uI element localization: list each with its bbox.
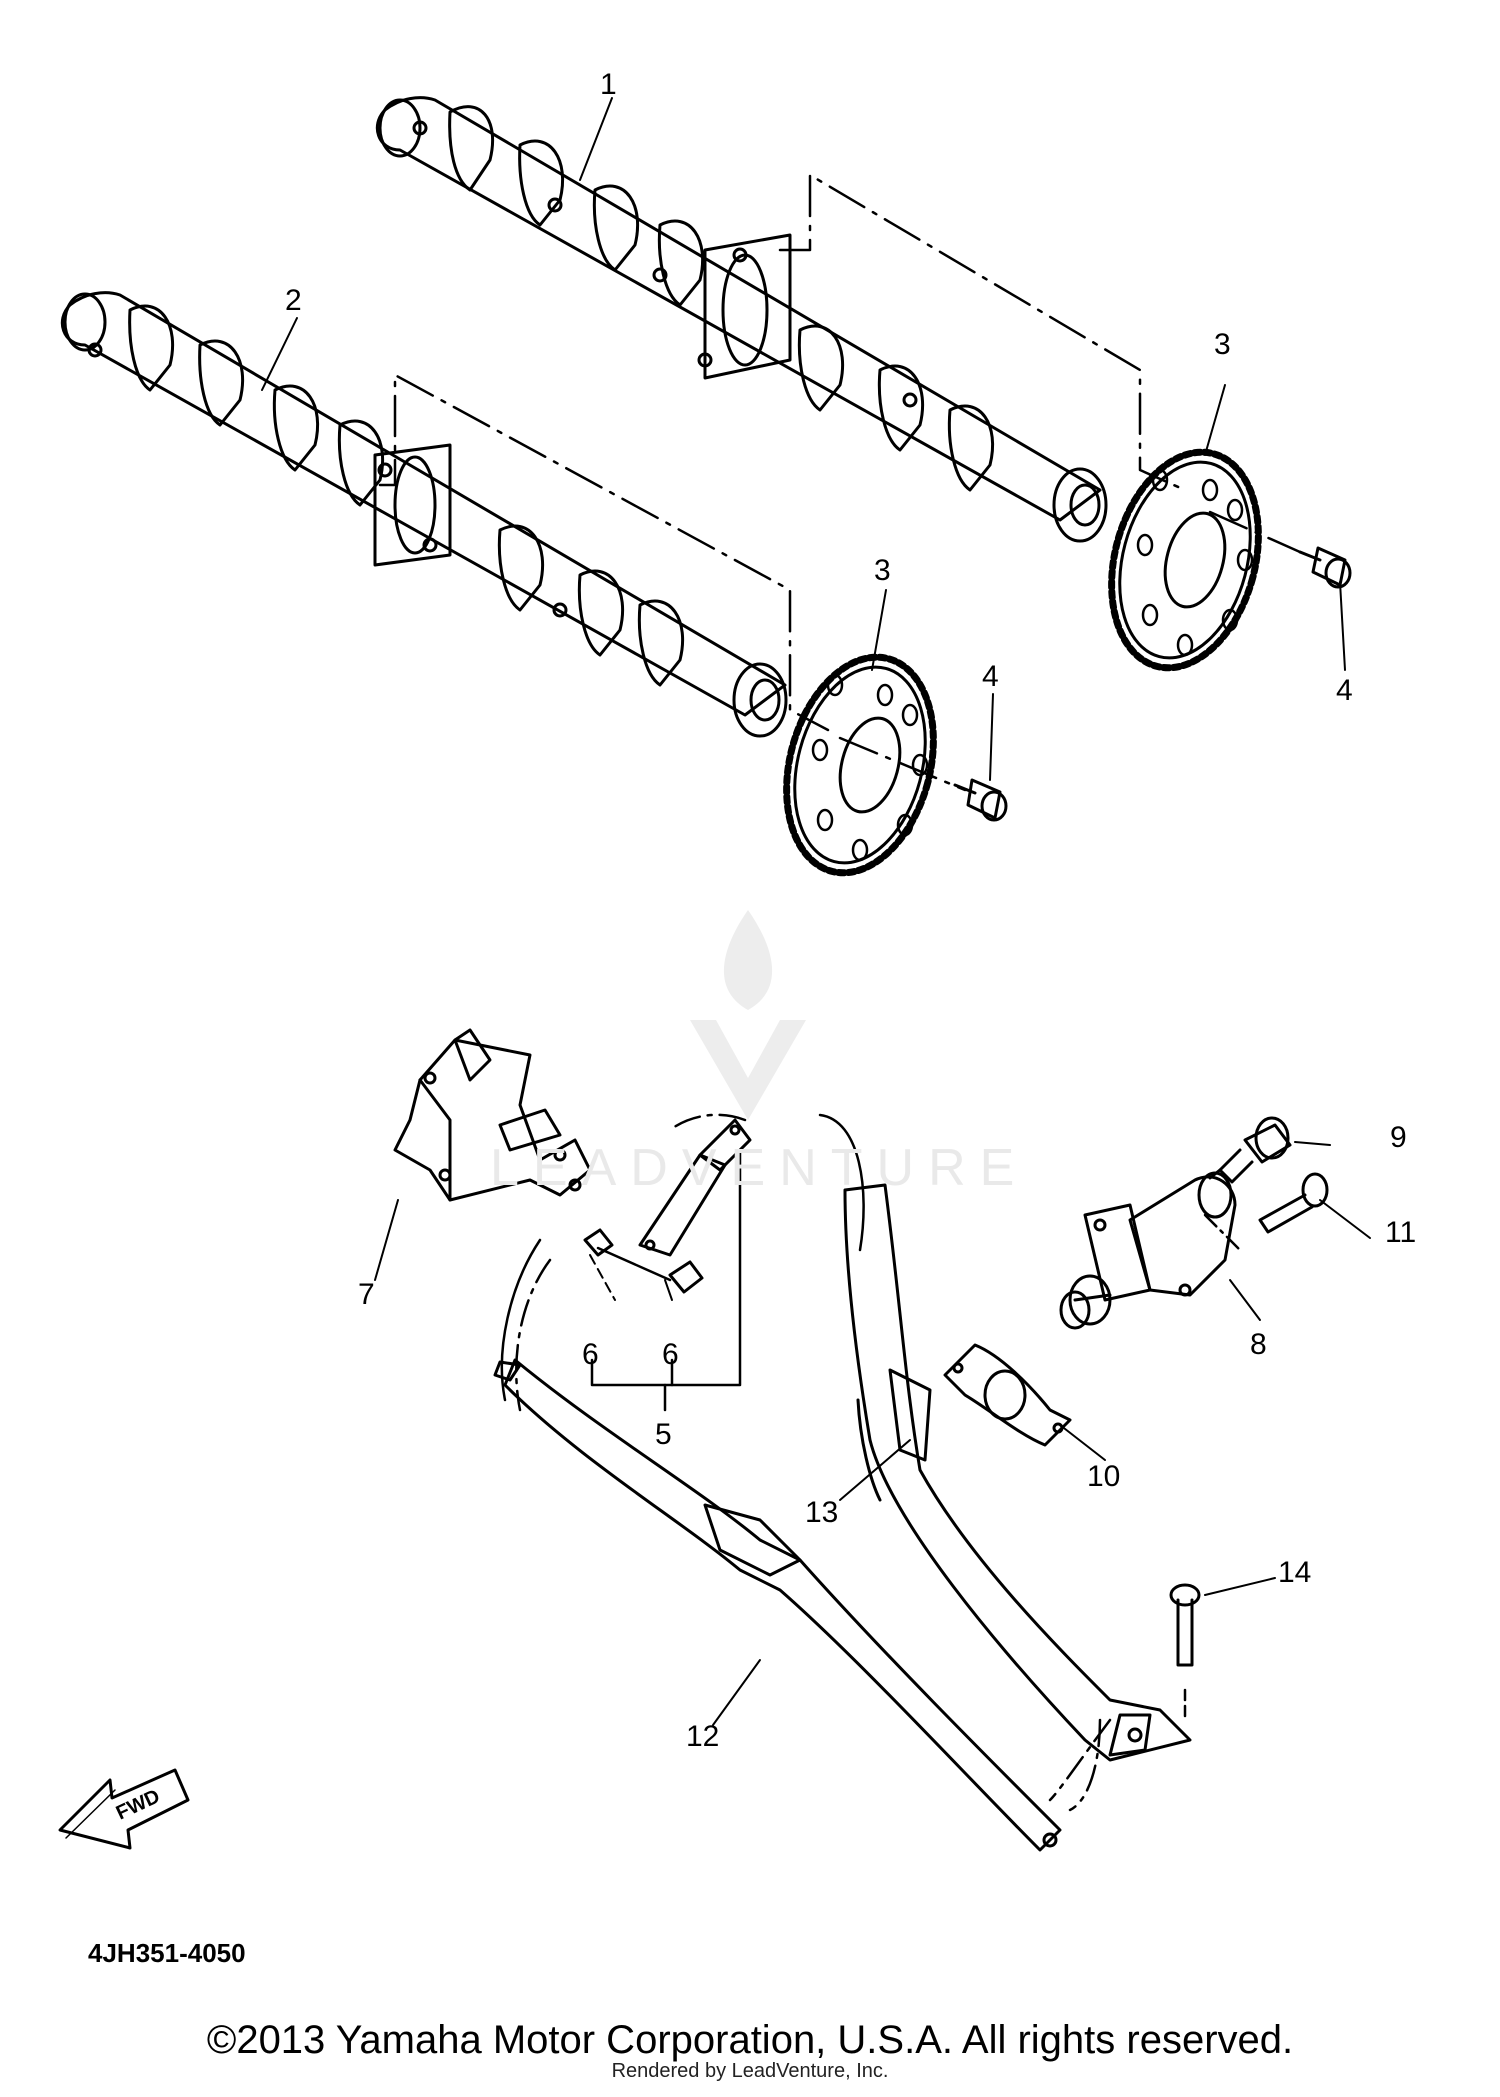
camshaft-1 [375, 96, 1108, 543]
callout-8: 8 [1250, 1328, 1267, 1361]
chain-guide-13 [843, 1183, 1192, 1762]
leadventure-watermark-logo [690, 910, 806, 1120]
tensioner-gasket-10 [943, 1343, 1072, 1447]
cam-sprocket-upper [1108, 448, 1262, 672]
assembly-leader-lines [378, 173, 1302, 792]
rendered-by-notice: Rendered by LeadVenture, Inc. [611, 2060, 889, 2082]
callout-4-upper: 4 [1336, 674, 1353, 707]
callout-leaders [261, 97, 1371, 1726]
cam-chain-5 [500, 1113, 1112, 1812]
fwd-arrow-icon [58, 1768, 190, 1850]
callout-10: 10 [1087, 1460, 1121, 1493]
callout-12: 12 [686, 1720, 720, 1753]
watermark-text: LEADVENTURE [490, 1139, 1029, 1197]
callout-6-left: 6 [582, 1338, 599, 1371]
callout-5: 5 [655, 1418, 672, 1451]
chain-guide-12 [493, 1358, 1062, 1852]
chain-guide-top-7 [393, 1028, 592, 1202]
callout-9: 9 [1390, 1121, 1407, 1154]
chain-joint-6 [583, 1148, 742, 1412]
sprocket-bolt-lower [953, 778, 1008, 822]
callout-3-lower: 3 [874, 554, 891, 587]
callout-1: 1 [600, 68, 617, 101]
copyright-notice: ©2013 Yamaha Motor Corporation, U.S.A. A… [206, 2018, 1294, 2062]
tensioner-bolt-9 [1208, 1116, 1292, 1184]
fwd-arrow-label: FWD [113, 1785, 164, 1824]
callout-11: 11 [1385, 1216, 1417, 1249]
callout-4-lower: 4 [982, 660, 999, 693]
callout-6-right: 6 [662, 1338, 679, 1371]
tensioner-bolt-11 [1258, 1172, 1329, 1234]
callout-2: 2 [285, 284, 302, 317]
cam-sprocket-lower [783, 653, 937, 877]
callout-7: 7 [358, 1278, 375, 1311]
callout-13: 13 [805, 1496, 839, 1529]
sprocket-bolt-upper [1298, 546, 1352, 589]
chain-tensioner-8 [1059, 1171, 1242, 1330]
camshaft-2 [60, 291, 788, 738]
diagram-code: 4JH351-4050 [88, 1938, 246, 1968]
guide-bolt-14 [1169, 1583, 1201, 1722]
callout-14: 14 [1278, 1556, 1312, 1589]
callout-3-upper: 3 [1214, 328, 1231, 361]
